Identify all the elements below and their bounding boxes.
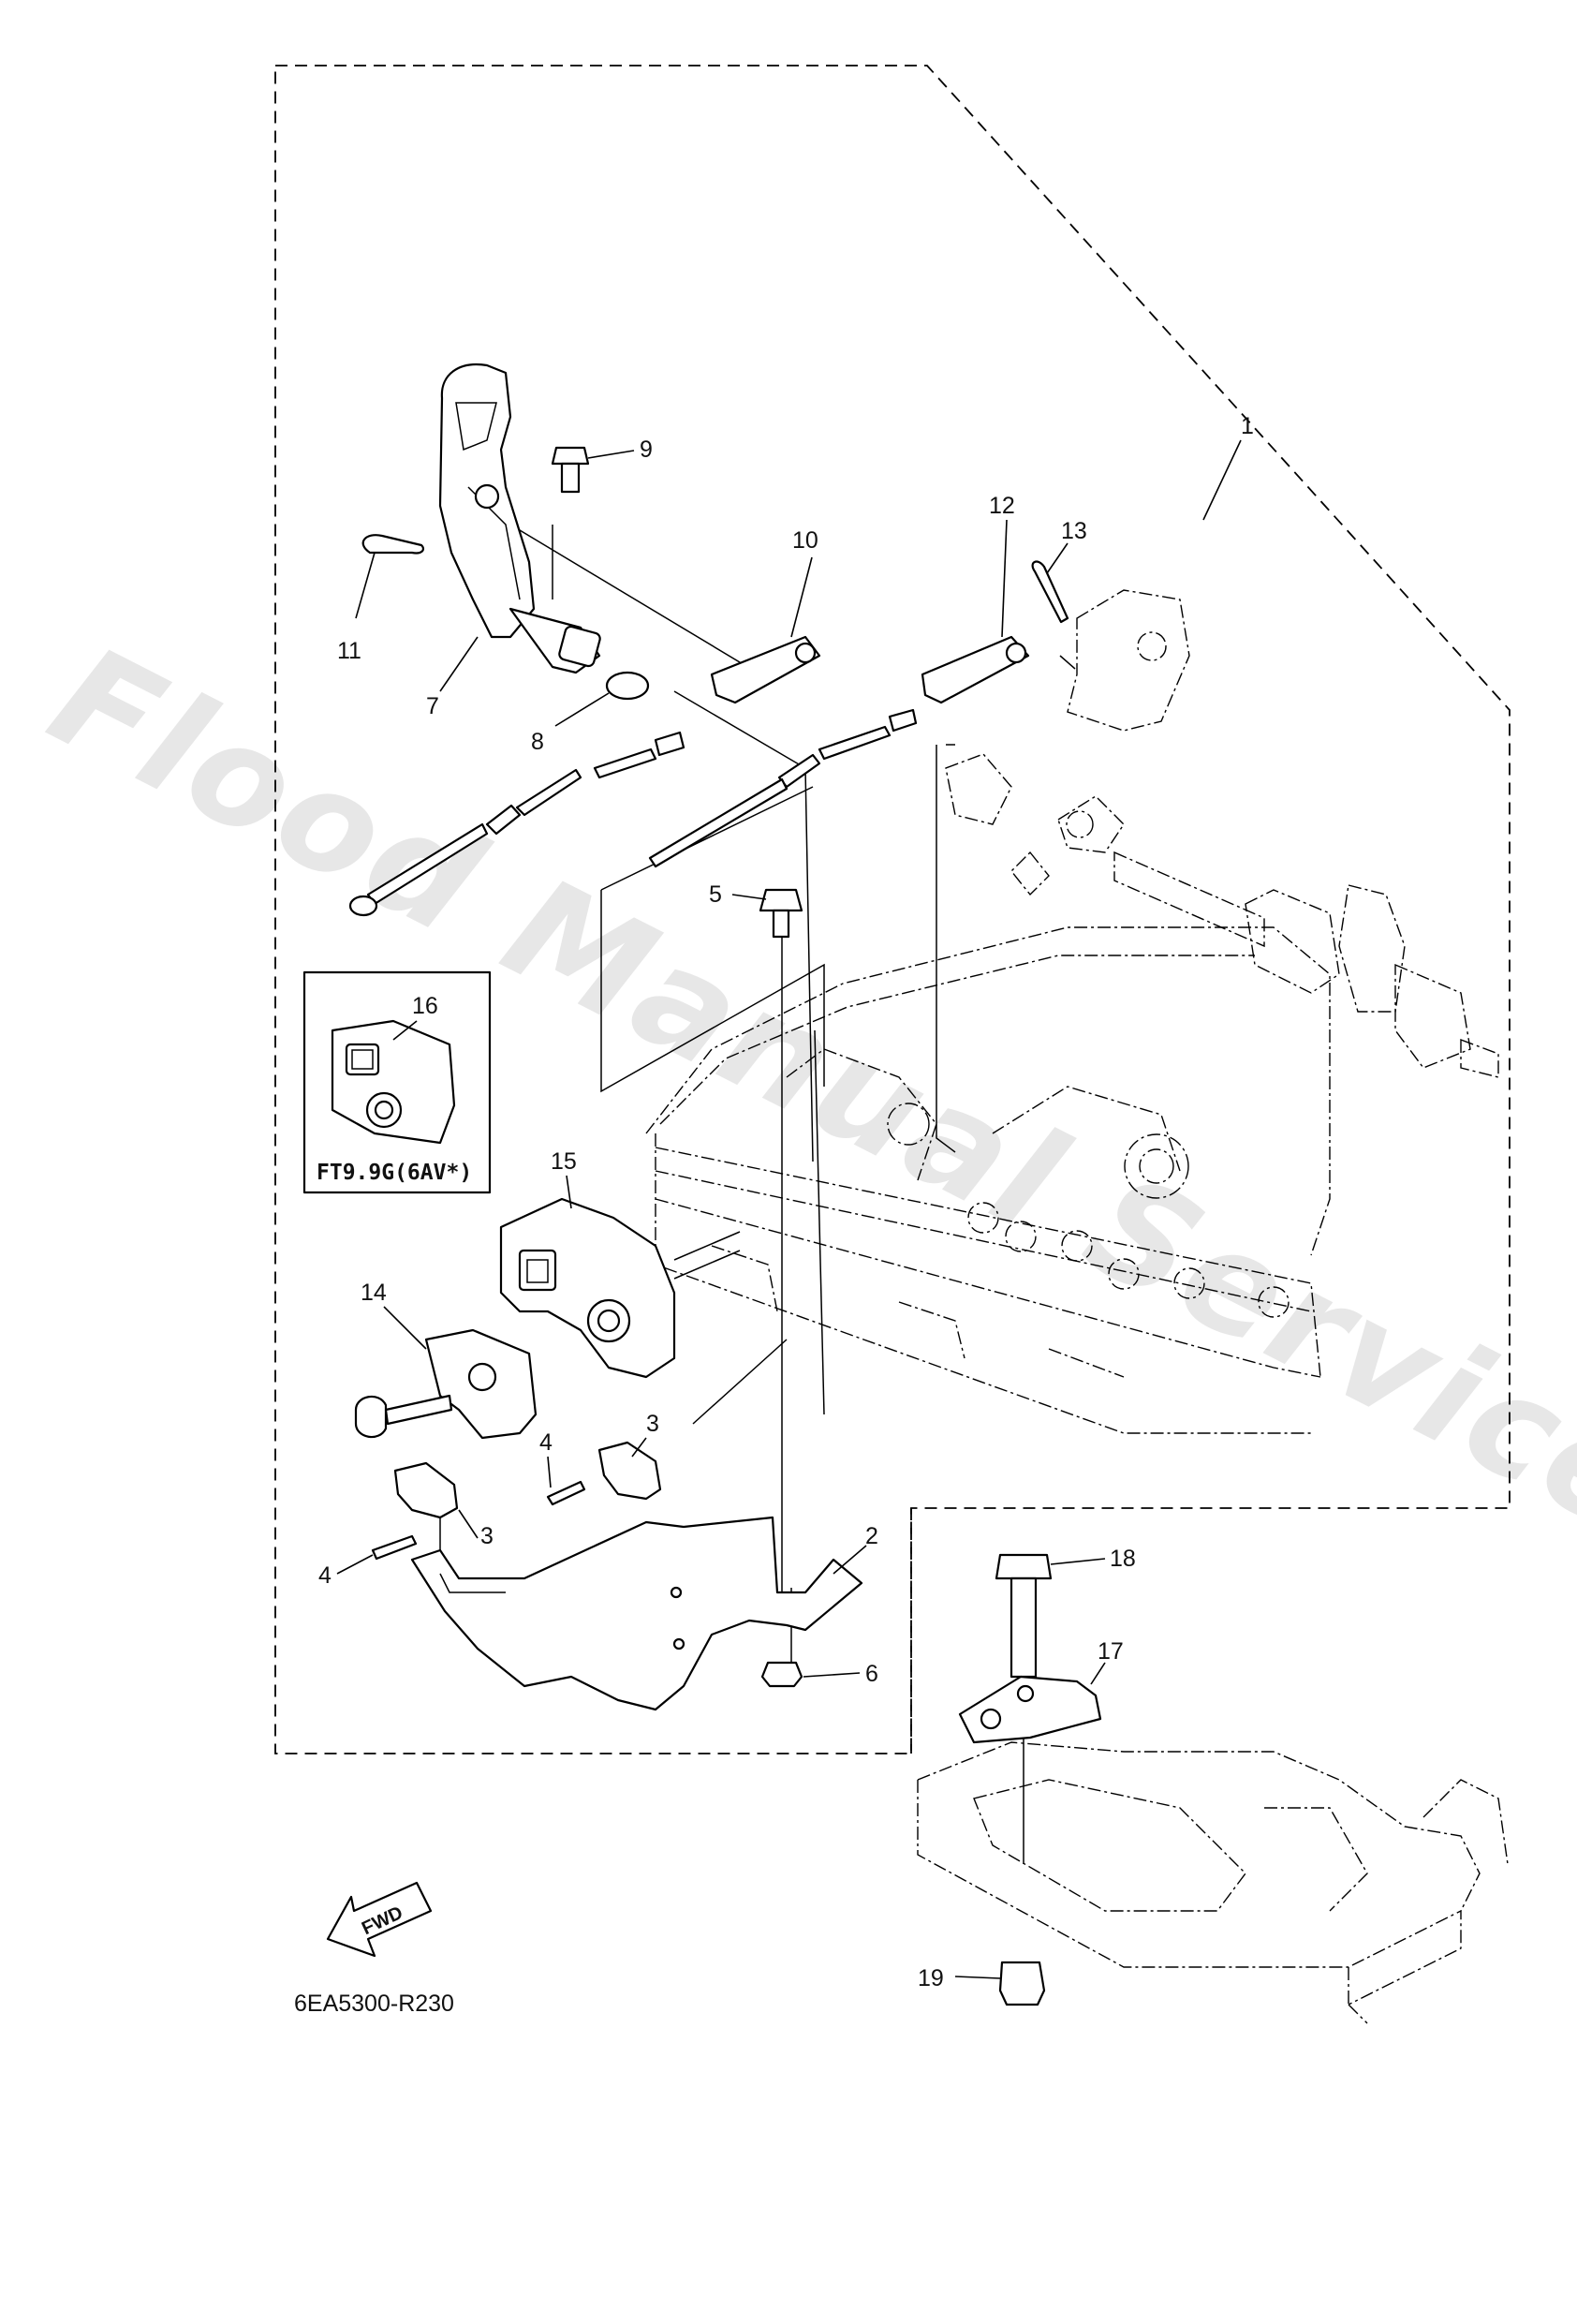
shift-cable-left <box>348 731 685 917</box>
bolt-18 <box>995 1553 1053 1679</box>
nut-6 <box>760 1661 803 1688</box>
cable-joint-12 <box>921 635 1030 704</box>
inset-model-label: FT9.9G(6AV*) <box>317 1161 472 1185</box>
callout-5: 5 <box>709 881 722 908</box>
assembly-boundary-main <box>274 65 1511 1754</box>
mount-bracket-ghost <box>917 1741 1509 2024</box>
callout-11: 11 <box>337 638 361 664</box>
bracket-2 <box>410 1516 863 1711</box>
callout-16: 16 <box>412 993 438 1019</box>
plate-17 <box>958 1675 1102 1744</box>
callout-14: 14 <box>361 1280 387 1306</box>
o-ring-8 <box>605 671 650 701</box>
cotter-pin-11 <box>361 534 425 555</box>
pin-13 <box>1031 560 1069 624</box>
callout-4a: 4 <box>539 1429 553 1456</box>
shift-cable-right <box>648 708 918 868</box>
callout-15: 15 <box>551 1148 577 1175</box>
callout-12: 12 <box>989 493 1015 519</box>
shift-arm-ghost <box>1067 589 1190 732</box>
callout-8: 8 <box>531 729 544 755</box>
cable-joint-10 <box>710 635 821 704</box>
callout-3a: 3 <box>646 1411 659 1437</box>
shift-shaft-ghost <box>945 753 1499 1078</box>
reference-lines <box>439 510 1076 1864</box>
diagram-code: 6EA5300-R230 <box>294 1991 454 2017</box>
callout-3b: 3 <box>480 1523 494 1549</box>
callout-7: 7 <box>426 693 439 719</box>
callout-9: 9 <box>640 437 653 463</box>
bottom-cowling-ghost <box>645 926 1331 1434</box>
bolt-14 <box>354 1394 453 1439</box>
callout-1: 1 <box>1241 413 1254 439</box>
callout-6: 6 <box>865 1661 878 1687</box>
callout-18: 18 <box>1110 1546 1136 1572</box>
pin-4a <box>546 1480 586 1506</box>
bolt-5 <box>759 888 803 939</box>
callout-4b: 4 <box>318 1562 332 1589</box>
inset-ft99g: FT9.9G(6AV*) <box>302 970 492 1194</box>
pin-4b <box>371 1534 418 1561</box>
fwd-arrow-icon: FWD <box>326 1881 433 1958</box>
shift-cam-15 <box>499 1197 741 1379</box>
callout-19: 19 <box>918 1965 944 1991</box>
clip-3a <box>597 1441 662 1501</box>
bolt-9 <box>551 446 590 494</box>
callout-17: 17 <box>1098 1638 1124 1665</box>
shift-lever <box>438 363 601 674</box>
callouts: 1 2 3 3 4 4 5 6 7 8 9 10 11 12 13 14 15 … <box>318 413 1254 1991</box>
callout-2: 2 <box>865 1523 878 1549</box>
leader-lines <box>336 439 1242 1979</box>
plate-14 <box>424 1328 538 1440</box>
nut-19 <box>998 1961 1046 2006</box>
callout-10: 10 <box>792 527 818 554</box>
callout-13: 13 <box>1061 518 1087 544</box>
clip-3b <box>393 1461 459 1519</box>
